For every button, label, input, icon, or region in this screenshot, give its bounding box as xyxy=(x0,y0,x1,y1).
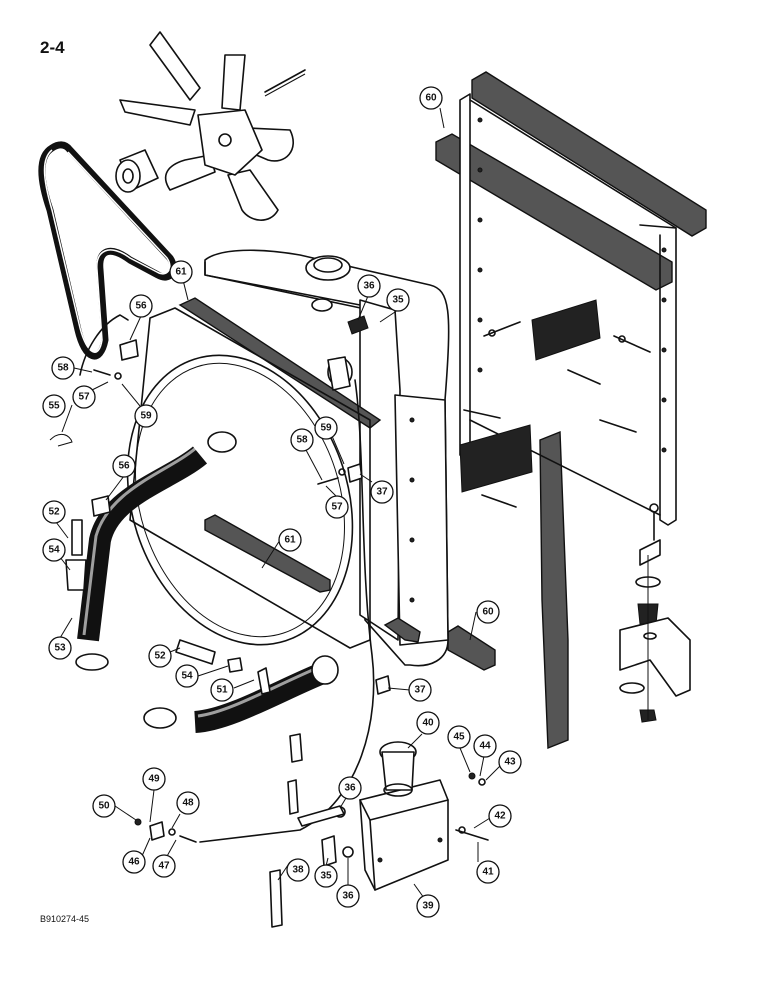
callout-57-left: 57 xyxy=(72,385,96,409)
callouts: 60 61 36 35 56 58 57 59 55 56 52 54 53 5… xyxy=(42,86,522,918)
callout-59-left: 59 xyxy=(134,404,158,428)
drain-tube xyxy=(79,314,129,376)
svg-text:59: 59 xyxy=(320,423,332,434)
callout-45: 45 xyxy=(447,725,471,749)
svg-text:54: 54 xyxy=(181,671,193,682)
callout-60-bottom: 60 xyxy=(476,600,500,624)
svg-text:60: 60 xyxy=(482,607,494,618)
callout-37-lower: 37 xyxy=(408,678,432,702)
svg-text:51: 51 xyxy=(216,685,228,696)
svg-text:52: 52 xyxy=(154,651,166,662)
callout-50: 50 xyxy=(92,794,116,818)
svg-text:37: 37 xyxy=(376,487,388,498)
svg-text:41: 41 xyxy=(482,867,494,878)
callout-61-top: 61 xyxy=(169,260,193,284)
radiator-core xyxy=(178,249,450,667)
svg-text:43: 43 xyxy=(504,757,516,768)
drawing-code: B910274-45 xyxy=(40,914,90,924)
svg-text:56: 56 xyxy=(118,461,130,472)
callout-60-top: 60 xyxy=(419,86,443,110)
callout-43: 43 xyxy=(498,750,522,774)
callout-51: 51 xyxy=(210,678,234,702)
callout-61-center: 61 xyxy=(278,528,302,552)
callout-59-right: 59 xyxy=(314,416,338,440)
svg-text:53: 53 xyxy=(54,643,66,654)
svg-text:54: 54 xyxy=(48,545,60,556)
callout-52-left: 52 xyxy=(42,500,66,524)
svg-text:44: 44 xyxy=(479,741,491,752)
svg-text:42: 42 xyxy=(494,811,506,822)
hoses xyxy=(65,431,339,763)
svg-text:45: 45 xyxy=(453,732,465,743)
callout-54-left: 54 xyxy=(42,538,66,562)
svg-text:57: 57 xyxy=(331,502,343,513)
svg-text:49: 49 xyxy=(148,774,160,785)
callout-36-bottom: 36 xyxy=(336,884,360,908)
svg-text:35: 35 xyxy=(392,295,404,306)
callout-36-top: 36 xyxy=(357,274,381,298)
hardware xyxy=(49,369,489,843)
callout-49: 49 xyxy=(142,767,166,791)
radiator-support-frame xyxy=(459,93,677,566)
clamps xyxy=(91,339,391,928)
foam-strips xyxy=(435,71,707,750)
svg-text:35: 35 xyxy=(320,871,332,882)
callout-53: 53 xyxy=(48,636,72,660)
callout-39: 39 xyxy=(416,894,440,918)
svg-text:37: 37 xyxy=(414,685,426,696)
callout-41: 41 xyxy=(476,860,500,884)
svg-text:60: 60 xyxy=(425,93,437,104)
svg-text:58: 58 xyxy=(296,435,308,446)
svg-text:46: 46 xyxy=(128,857,140,868)
svg-text:36: 36 xyxy=(363,281,375,292)
callout-38: 38 xyxy=(286,858,310,882)
callout-44: 44 xyxy=(473,734,497,758)
svg-text:57: 57 xyxy=(78,392,90,403)
svg-text:52: 52 xyxy=(48,507,60,518)
svg-text:36: 36 xyxy=(342,891,354,902)
radiator-cap xyxy=(305,255,369,391)
svg-text:36: 36 xyxy=(344,783,356,794)
callout-58-right: 58 xyxy=(290,428,314,452)
svg-text:48: 48 xyxy=(182,798,194,809)
callout-48: 48 xyxy=(176,791,200,815)
callout-36-mid: 36 xyxy=(338,776,362,800)
page-number: 2-4 xyxy=(40,38,65,57)
callout-58-left: 58 xyxy=(51,356,75,380)
svg-text:39: 39 xyxy=(422,901,434,912)
svg-text:47: 47 xyxy=(158,861,170,872)
fan-assembly xyxy=(115,31,306,221)
svg-text:61: 61 xyxy=(284,535,296,546)
svg-text:56: 56 xyxy=(135,301,147,312)
leader-lines xyxy=(55,107,501,899)
svg-text:58: 58 xyxy=(57,363,69,374)
coolant-reservoir xyxy=(359,741,449,891)
callout-57-right: 57 xyxy=(325,495,349,519)
svg-text:40: 40 xyxy=(422,718,434,729)
radiator-mount xyxy=(619,555,691,723)
callout-42: 42 xyxy=(488,804,512,828)
callout-56-mid: 56 xyxy=(112,454,136,478)
callout-54-bottom: 54 xyxy=(175,664,199,688)
svg-text:38: 38 xyxy=(292,865,304,876)
callout-52-bottom: 52 xyxy=(148,644,172,668)
fan-belt xyxy=(38,141,177,360)
callout-35-top: 35 xyxy=(386,288,410,312)
svg-text:50: 50 xyxy=(98,801,110,812)
svg-text:55: 55 xyxy=(48,401,60,412)
svg-text:61: 61 xyxy=(175,267,187,278)
svg-text:59: 59 xyxy=(140,411,152,422)
callout-55: 55 xyxy=(42,394,66,418)
callout-46: 46 xyxy=(122,850,146,874)
callout-47: 47 xyxy=(152,854,176,878)
callout-56-top: 56 xyxy=(129,294,153,318)
callout-37-upper: 37 xyxy=(370,480,394,504)
callout-35-bottom: 35 xyxy=(314,864,338,888)
callout-40: 40 xyxy=(416,711,440,735)
